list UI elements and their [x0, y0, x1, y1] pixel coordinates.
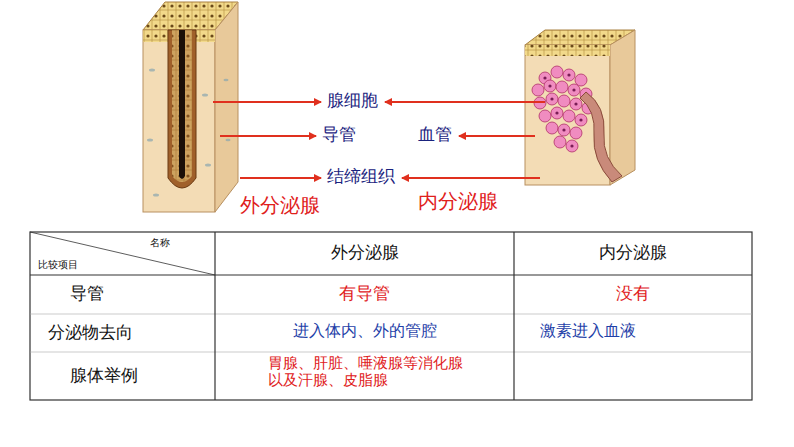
table-cell: 进入体内、外的管腔	[215, 322, 514, 340]
table-cell: 有导管	[215, 284, 514, 304]
table-header: 名称	[150, 237, 170, 249]
endocrine-gland-drawing	[525, 30, 635, 185]
table-header: 内分泌腺	[514, 243, 752, 263]
part-label: 导管	[322, 125, 356, 145]
table-cell: 胃腺、肝脏、唾液腺等消化腺以及汗腺、皮脂腺	[268, 355, 473, 389]
part-label: 结缔组织	[327, 167, 395, 187]
gland-title: 外分泌腺	[240, 194, 320, 217]
comparison-table	[30, 232, 752, 400]
part-label: 腺细胞	[327, 91, 378, 111]
table-cell: 导管	[70, 284, 104, 304]
table-cell: 没有	[514, 284, 752, 304]
table-header: 比较项目	[38, 259, 78, 271]
table-cell: 激素进入血液	[540, 322, 636, 340]
gland-title: 内分泌腺	[418, 190, 498, 213]
table-cell: 腺体举例	[70, 366, 138, 386]
part-label: 血管	[418, 125, 452, 145]
table-cell: 分泌物去向	[48, 323, 133, 343]
table-header: 外分泌腺	[215, 243, 514, 263]
exocrine-gland-drawing	[143, 0, 238, 212]
